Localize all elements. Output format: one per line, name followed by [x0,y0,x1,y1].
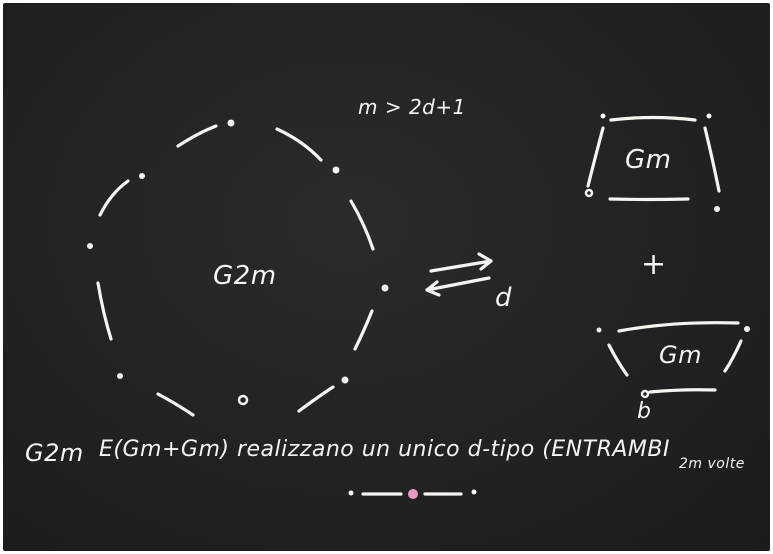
divider-with-dots [348,489,477,499]
edge-d-label: d [495,283,513,313]
double-arrow [425,252,493,297]
edge-b-label: b [637,399,652,424]
plus-sign: + [641,247,667,282]
bottom-gm-graph [596,321,750,399]
pink-dot [408,489,418,499]
chalkboard: m > 2d+1 G2m d Gm + Gm b G2m E(Gm+Gm) re… [3,3,770,551]
bottom-gm-label: Gm [659,341,702,369]
top-gm-graph [584,113,721,212]
top-gm-label: Gm [625,145,672,175]
cycle-label: G2m [213,261,277,291]
statement-note: 2m volte [679,456,745,472]
cycle-g2m [87,119,389,417]
chalk-drawing [87,113,750,499]
statement-lhs: G2m [25,439,84,467]
condition-label: m > 2d+1 [358,95,466,119]
statement-rhs: E(Gm+Gm) realizzano un unico d-tipo (ENT… [99,437,670,462]
